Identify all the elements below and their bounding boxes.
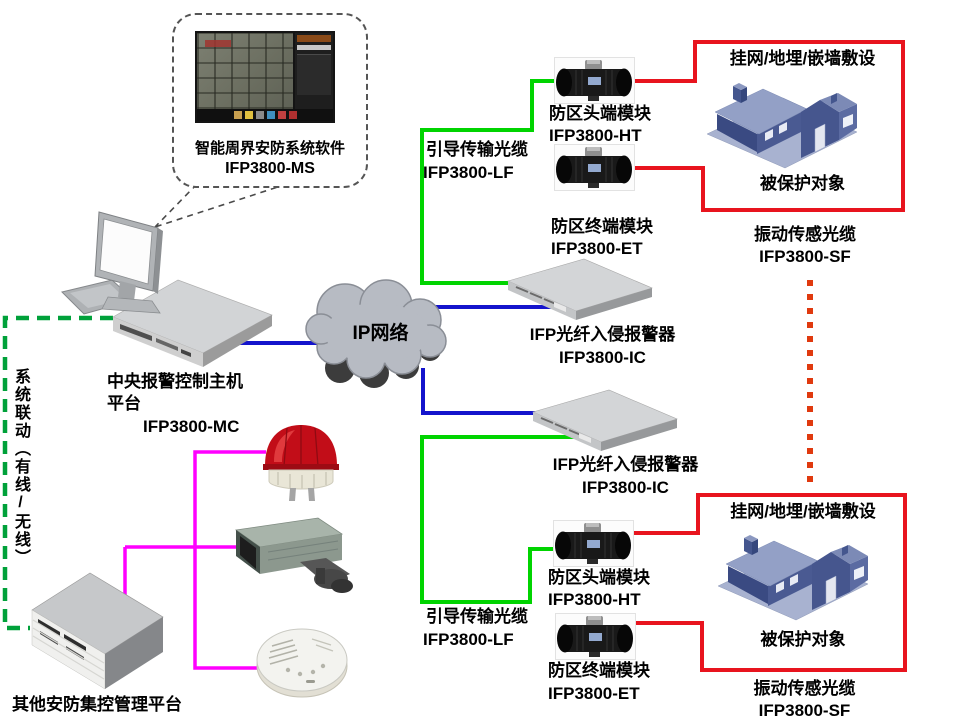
panel-list-area <box>297 54 331 95</box>
deployment-label-top: 挂网/地埋/嵌墙敷设 <box>729 49 876 68</box>
ip-network-label: IP网络 <box>352 323 409 344</box>
toolbar-icon <box>244 111 253 119</box>
map-view <box>197 33 293 109</box>
red-sensing-loop-top <box>632 40 905 212</box>
software-screenshot <box>195 31 335 123</box>
callout-model: IFP3800-MS <box>225 160 315 177</box>
bottom-toolbar <box>197 109 333 121</box>
other-platform-label: 其他安防集控管理平台 <box>12 695 182 714</box>
red-sensing-loop-bottom <box>632 493 907 672</box>
protected-label-top: 被保护对象 <box>760 174 845 193</box>
protected-label-bottom: 被保护对象 <box>760 630 846 649</box>
protected-house-bottom <box>717 534 869 621</box>
map-alert-text <box>205 40 231 47</box>
head-module-top <box>554 57 635 104</box>
smoke-detector <box>256 628 348 698</box>
terminal-module-bottom <box>555 613 636 660</box>
side-panel <box>295 33 333 119</box>
terminal-module-bottom-name: 防区终端模块 <box>548 661 650 680</box>
central-host-rack <box>112 279 273 367</box>
terminal-module-top-name: 防区终端模块 <box>551 217 653 236</box>
head-module-bottom-name: 防区头端模块 <box>548 568 650 587</box>
central-host-line1: 中央报警控制主机 <box>107 372 243 391</box>
terminal-module-top <box>554 144 635 191</box>
green-guide-cable-bottom <box>420 435 578 604</box>
callout-tail-lines <box>154 183 288 228</box>
fiber-alarm-unit-bottom <box>532 389 678 452</box>
head-module-top-name: 防区头端模块 <box>549 104 651 123</box>
deployment-label-bottom: 挂网/地埋/嵌墙敷设 <box>730 502 876 521</box>
guide-cable-top-name: 引导传输光缆 <box>426 140 528 159</box>
toolbar-icon <box>255 111 264 119</box>
fiber-alarm-unit-top <box>507 258 653 321</box>
other-platform-server <box>31 572 164 690</box>
cctv-camera <box>234 517 353 593</box>
toolbar-icon <box>288 111 297 119</box>
green-guide-cable-top <box>420 79 558 285</box>
guide-cable-top-model: IFP3800-LF <box>423 163 514 182</box>
protected-house-top <box>706 82 858 169</box>
toolbar-icon <box>233 111 242 119</box>
sensing-cable-bottom-name: 振动传感光缆 <box>753 679 856 698</box>
sensing-cable-bottom-model: IFP3800-SF <box>758 701 851 720</box>
head-module-bottom-model: IFP3800-HT <box>548 590 641 609</box>
alarm-unit-bottom-model: IFP3800-IC <box>582 478 669 497</box>
guide-cable-bottom-name: 引导传输光缆 <box>426 607 528 626</box>
guide-cable-bottom-model: IFP3800-LF <box>423 630 514 649</box>
alarm-beacon <box>263 425 339 501</box>
workstation-monitor <box>61 211 163 315</box>
central-host-model: IFP3800-MC <box>143 417 240 436</box>
sensing-cable-top-model: IFP3800-SF <box>759 247 851 266</box>
head-module-top-model: IFP3800-HT <box>549 126 642 145</box>
toolbar-icon <box>277 111 286 119</box>
alarm-unit-top-name: IFP光纤入侵报警器 <box>529 325 676 344</box>
system-linkage-dashed-line <box>2 315 113 631</box>
central-host-line2: 平台 <box>107 394 141 413</box>
system-linkage-label: 系统联动（有线/无线） <box>12 368 29 567</box>
magenta-linkage-lines <box>123 450 266 670</box>
toolbar-icon <box>266 111 275 119</box>
head-module-bottom <box>553 520 634 567</box>
sensing-cable-top-name: 振动传感光缆 <box>754 225 856 244</box>
alarm-unit-bottom-name: IFP光纤入侵报警器 <box>552 455 699 474</box>
alarm-unit-top-model: IFP3800-IC <box>559 348 646 367</box>
terminal-module-top-model: IFP3800-ET <box>551 239 643 258</box>
blue-link-cloud-ic2 <box>421 368 536 415</box>
panel-header-bar <box>297 35 331 42</box>
callout-title: 智能周界安防系统软件 <box>194 140 345 157</box>
ip-network-cloud <box>305 279 447 388</box>
terminal-module-bottom-model: IFP3800-ET <box>548 684 640 703</box>
software-callout-bubble: 智能周界安防系统软件 IFP3800-MS <box>172 13 368 188</box>
panel-toolbar-strip <box>297 45 331 50</box>
